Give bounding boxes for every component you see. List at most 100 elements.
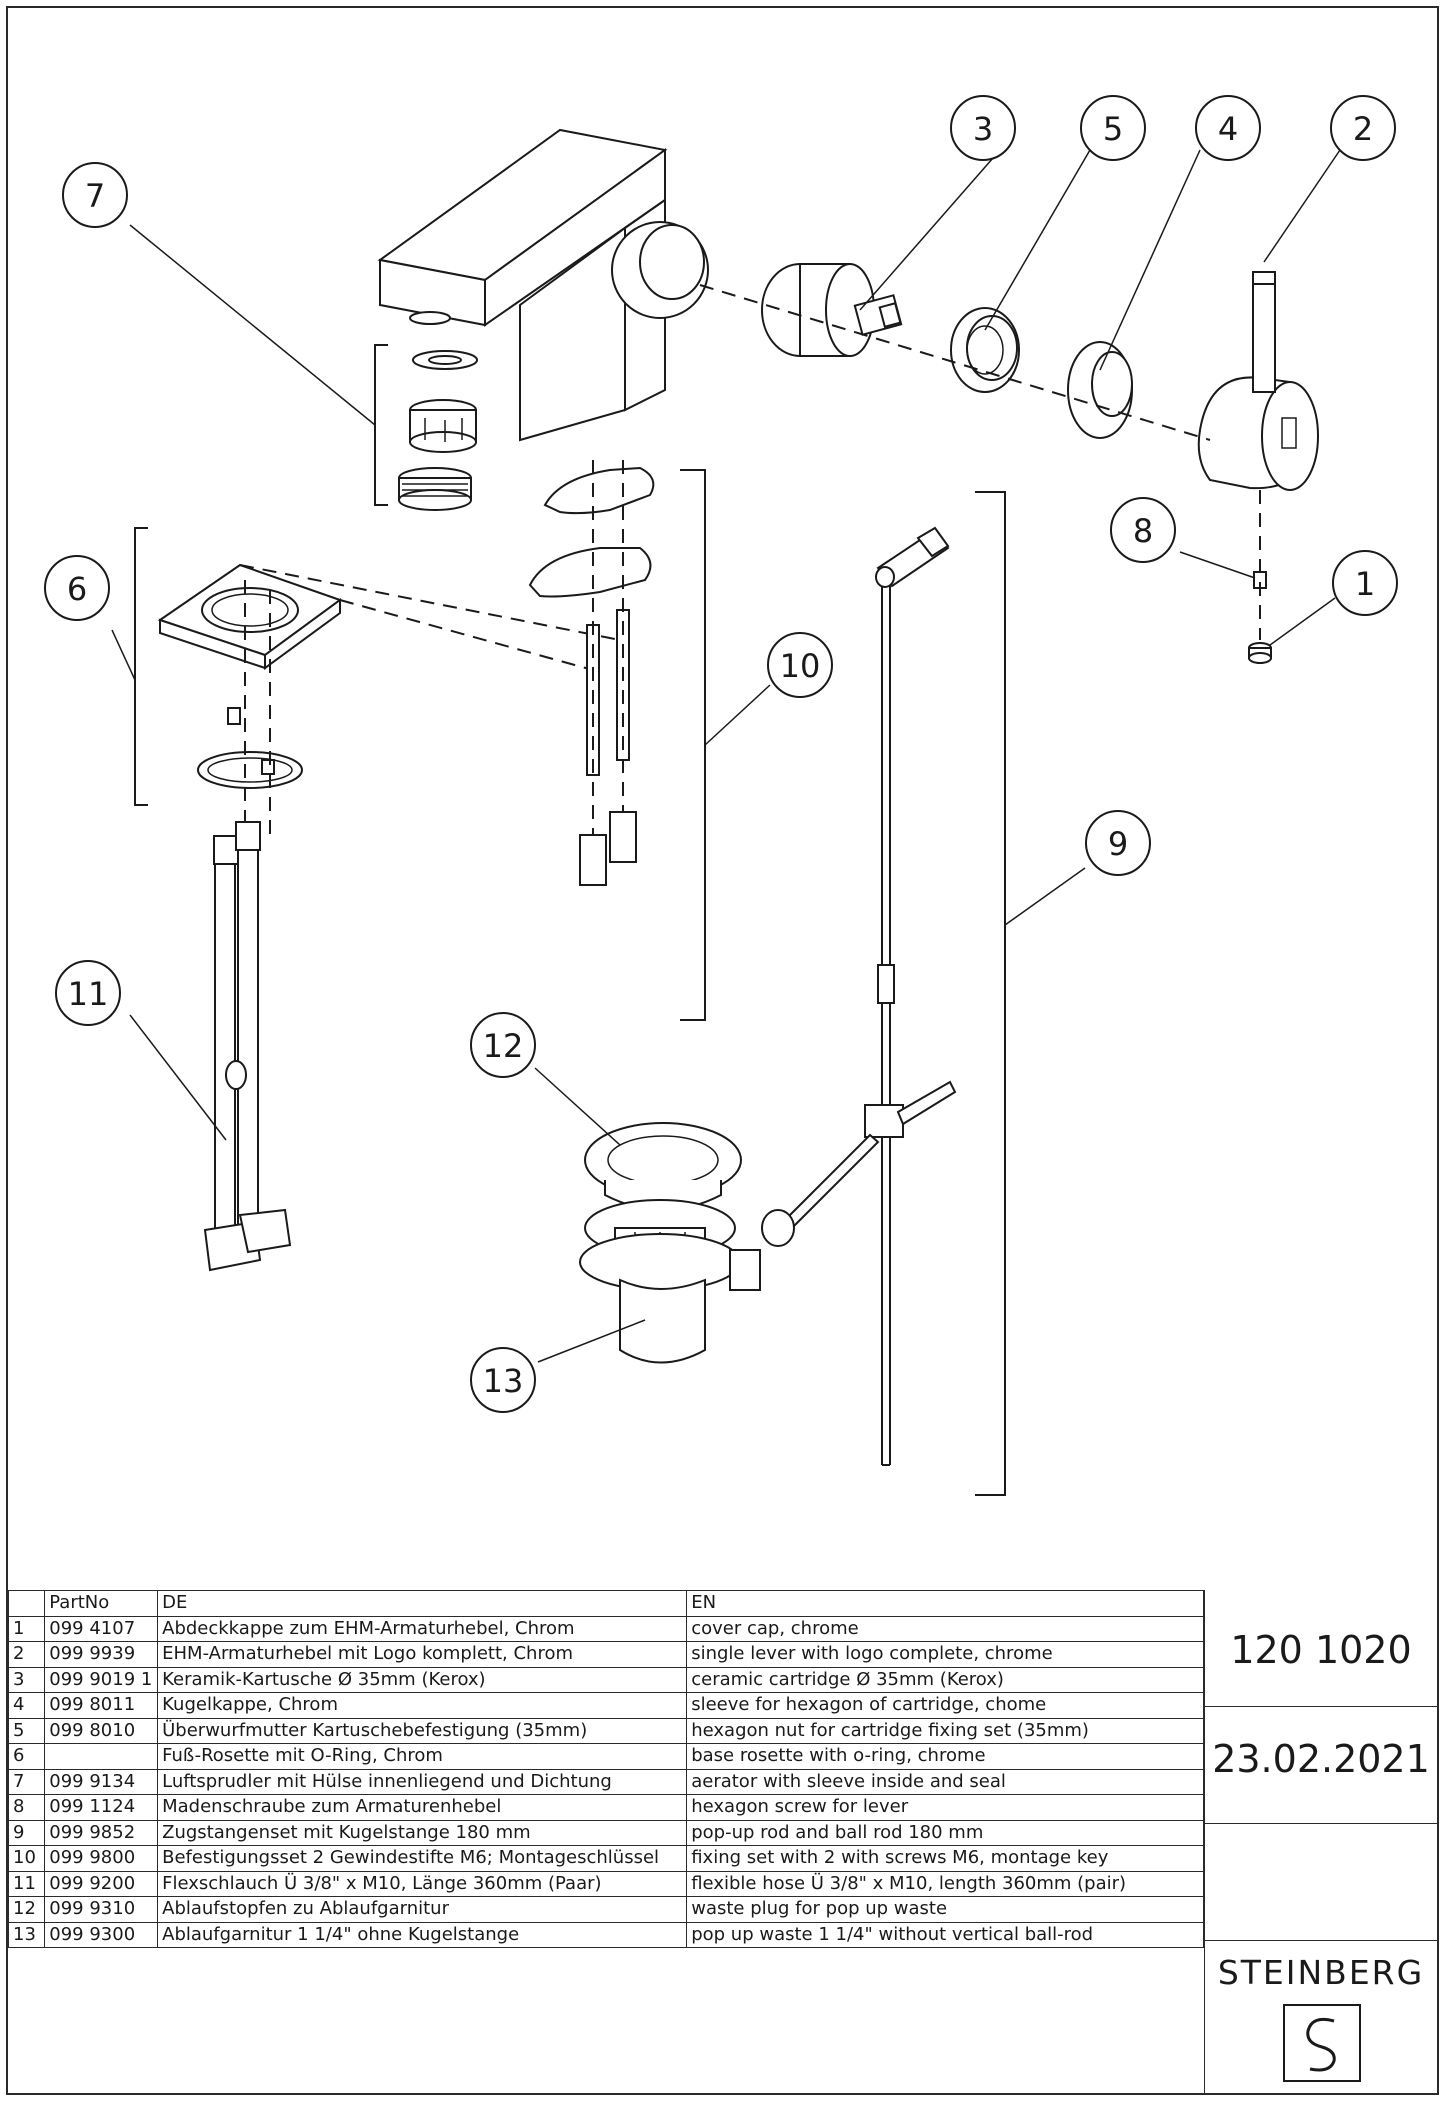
cell-english: fixing set with 2 with screws M6, montag… bbox=[686, 1845, 1204, 1872]
article-number-cell: 120 1020 bbox=[1204, 1590, 1437, 1707]
exploded-view-drawing: 7 3 5 4 2 8 1 6 10 9 11 12 bbox=[44, 95, 1398, 1496]
cell-german: Keramik-Kartusche Ø 35mm (Kerox) bbox=[157, 1666, 688, 1693]
pop-up-waste bbox=[579, 1199, 761, 1364]
base-rosette bbox=[134, 527, 343, 840]
cell-part-number: 099 9019 1 bbox=[44, 1666, 159, 1693]
cell-german: Flexschlauch Ü 3/8" x M10, Länge 360mm (… bbox=[157, 1870, 688, 1897]
cell-part-number: 099 9939 bbox=[44, 1641, 159, 1668]
cell-part-number: 099 9134 bbox=[44, 1768, 159, 1795]
brand-cell: STEINBERG bbox=[1204, 1941, 1437, 2095]
cell-english: waste plug for pop up waste bbox=[686, 1896, 1204, 1923]
header-part-number: PartNo bbox=[44, 1590, 159, 1617]
brand-name: STEINBERG bbox=[1217, 1953, 1425, 1992]
cell-english: flexible hose Ü 3/8" x M10, length 360mm… bbox=[686, 1870, 1204, 1897]
cell-english: hexagon screw for lever bbox=[686, 1794, 1204, 1821]
cell-german: Madenschraube zum Armaturenhebel bbox=[157, 1794, 688, 1821]
cell-part-number: 099 9200 bbox=[44, 1870, 159, 1897]
table-header-row: PartNo DE EN bbox=[7, 1590, 1204, 1617]
callout-12: 12 bbox=[470, 1012, 536, 1078]
svg-text:9: 9 bbox=[1108, 825, 1128, 863]
callout-leaders bbox=[111, 149, 1341, 1363]
article-number: 120 1020 bbox=[1230, 1628, 1412, 1672]
cell-part-number bbox=[44, 1743, 159, 1770]
cell-number: 10 bbox=[7, 1845, 46, 1872]
svg-text:11: 11 bbox=[68, 975, 109, 1013]
cell-german: Abdeckkappe zum EHM-Armaturhebel, Chrom bbox=[157, 1615, 688, 1642]
svg-text:12: 12 bbox=[483, 1027, 524, 1065]
svg-text:2: 2 bbox=[1353, 110, 1373, 148]
drawing-date: 23.02.2021 bbox=[1212, 1737, 1430, 1781]
cell-number: 12 bbox=[7, 1896, 46, 1923]
svg-text:7: 7 bbox=[85, 177, 105, 215]
cover-cap bbox=[1248, 642, 1272, 664]
waste-plug bbox=[584, 1122, 742, 1211]
cell-part-number: 099 1124 bbox=[44, 1794, 159, 1821]
svg-text:6: 6 bbox=[67, 570, 87, 608]
callout-2: 2 bbox=[1330, 95, 1396, 161]
cell-number: 11 bbox=[7, 1870, 46, 1897]
cell-part-number: 099 9300 bbox=[44, 1921, 159, 1948]
callout-4: 4 bbox=[1195, 95, 1261, 161]
title-block: 120 1020 23.02.2021 STEINBERG bbox=[1204, 1590, 1437, 2095]
header-german: DE bbox=[157, 1590, 688, 1617]
svg-text:13: 13 bbox=[483, 1362, 524, 1400]
aerator-set bbox=[374, 344, 478, 511]
rosette-axis-line-1 bbox=[239, 564, 621, 641]
callout-13: 13 bbox=[470, 1347, 536, 1413]
header-english: EN bbox=[686, 1590, 1204, 1617]
svg-text:10: 10 bbox=[780, 647, 821, 685]
cell-number: 6 bbox=[7, 1743, 46, 1770]
lever-handle bbox=[1197, 271, 1319, 491]
hexagon-nut bbox=[950, 307, 1020, 393]
cell-german: Zugstangenset mit Kugelstange 180 mm bbox=[157, 1819, 688, 1846]
cell-part-number: 099 9852 bbox=[44, 1819, 159, 1846]
cartridge-seat bbox=[611, 221, 709, 319]
callout-7: 7 bbox=[62, 162, 128, 228]
svg-text:4: 4 bbox=[1218, 110, 1238, 148]
ceramic-cartridge bbox=[761, 263, 903, 357]
steinberg-s-logo-icon bbox=[1283, 2004, 1361, 2082]
cell-number: 3 bbox=[7, 1666, 46, 1693]
callout-9: 9 bbox=[1085, 810, 1151, 876]
sleeve bbox=[1067, 341, 1133, 439]
cell-number: 7 bbox=[7, 1768, 46, 1795]
cell-german: Befestigungsset 2 Gewindestifte M6; Mont… bbox=[157, 1845, 688, 1872]
cell-german: Überwurfmutter Kartuschebefestigung (35m… bbox=[157, 1717, 688, 1744]
cell-part-number: 099 8011 bbox=[44, 1692, 159, 1719]
callout-5: 5 bbox=[1080, 95, 1146, 161]
svg-text:8: 8 bbox=[1133, 512, 1153, 550]
cartridge-axis-line bbox=[699, 284, 1211, 441]
cell-part-number: 099 9800 bbox=[44, 1845, 159, 1872]
cell-english: cover cap, chrome bbox=[686, 1615, 1204, 1642]
cell-german: Kugelkappe, Chrom bbox=[157, 1692, 688, 1719]
header-number bbox=[7, 1590, 46, 1617]
cell-number: 4 bbox=[7, 1692, 46, 1719]
cell-number: 9 bbox=[7, 1819, 46, 1846]
cell-german: Luftsprudler mit Hülse innenliegend und … bbox=[157, 1768, 688, 1795]
cell-part-number: 099 4107 bbox=[44, 1615, 159, 1642]
cell-english: hexagon nut for cartridge fixing set (35… bbox=[686, 1717, 1204, 1744]
callout-1: 1 bbox=[1332, 550, 1398, 616]
svg-text:1: 1 bbox=[1355, 565, 1375, 603]
callout-3: 3 bbox=[950, 95, 1016, 161]
flexible-hoses bbox=[203, 821, 292, 1272]
svg-text:3: 3 bbox=[973, 110, 993, 148]
callout-10: 10 bbox=[767, 632, 833, 698]
callout-11: 11 bbox=[55, 960, 121, 1026]
date-cell: 23.02.2021 bbox=[1204, 1707, 1437, 1824]
cell-number: 1 bbox=[7, 1615, 46, 1642]
cell-number: 2 bbox=[7, 1641, 46, 1668]
cell-english: sleeve for hexagon of cartridge, chome bbox=[686, 1692, 1204, 1719]
cell-english: pop up waste 1 1/4" without vertical bal… bbox=[686, 1921, 1204, 1948]
